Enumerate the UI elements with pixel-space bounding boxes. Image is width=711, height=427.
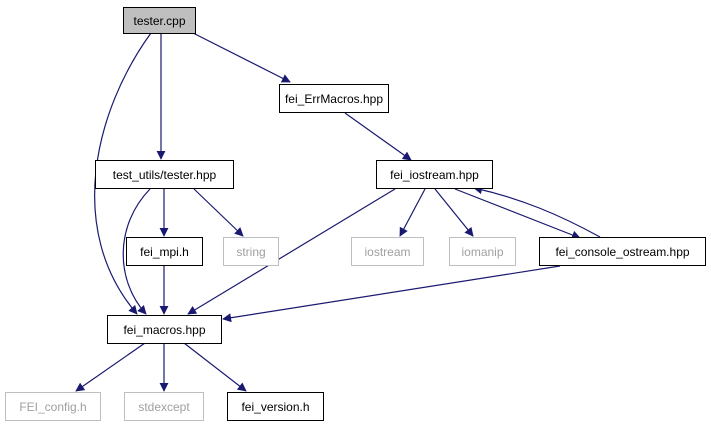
node-fei-console-ostream[interactable]: fei_console_ostream.hpp — [539, 237, 706, 266]
node-fei-mpi[interactable]: fei_mpi.h — [126, 237, 203, 266]
edge-tester-cpp-to-fei-errmacros — [192, 32, 291, 83]
edge-fei-errmacros-to-fei-iostream — [344, 112, 412, 161]
edge-fei-iostream-to-fei-console-ostream — [454, 188, 581, 240]
node-fei-iostream[interactable]: fei_iostream.hpp — [376, 160, 493, 189]
node-test-utils-tester[interactable]: test_utils/tester.hpp — [95, 160, 234, 189]
edge-test-utils-tester-to-string — [193, 188, 244, 237]
node-fei-config: FEI_config.h — [5, 392, 101, 421]
edge-test-utils-tester-to-fei-macros — [122, 188, 151, 315]
node-fei-macros[interactable]: fei_macros.hpp — [107, 315, 222, 344]
edge-fei-iostream-to-iomanip — [434, 188, 474, 237]
node-string: string — [223, 237, 279, 266]
node-fei-errmacros[interactable]: fei_ErrMacros.hpp — [279, 84, 389, 113]
edge-fei-console-ostream-to-fei-macros — [222, 265, 561, 323]
node-iostream: iostream — [351, 237, 424, 266]
node-iomanip: iomanip — [449, 237, 516, 266]
edge-fei-iostream-to-iostream — [399, 188, 426, 237]
edge-fei-macros-to-fei-version — [183, 342, 247, 392]
node-stdexcept: stdexcept — [124, 392, 204, 421]
edge-fei-iostream-to-fei-macros — [187, 188, 396, 315]
node-tester-cpp: tester.cpp — [123, 7, 196, 34]
edge-fei-macros-to-fei-config — [75, 342, 146, 392]
edge-fei-console-ostream-to-fei-iostream — [473, 185, 601, 238]
node-fei-version[interactable]: fei_version.h — [227, 392, 324, 421]
